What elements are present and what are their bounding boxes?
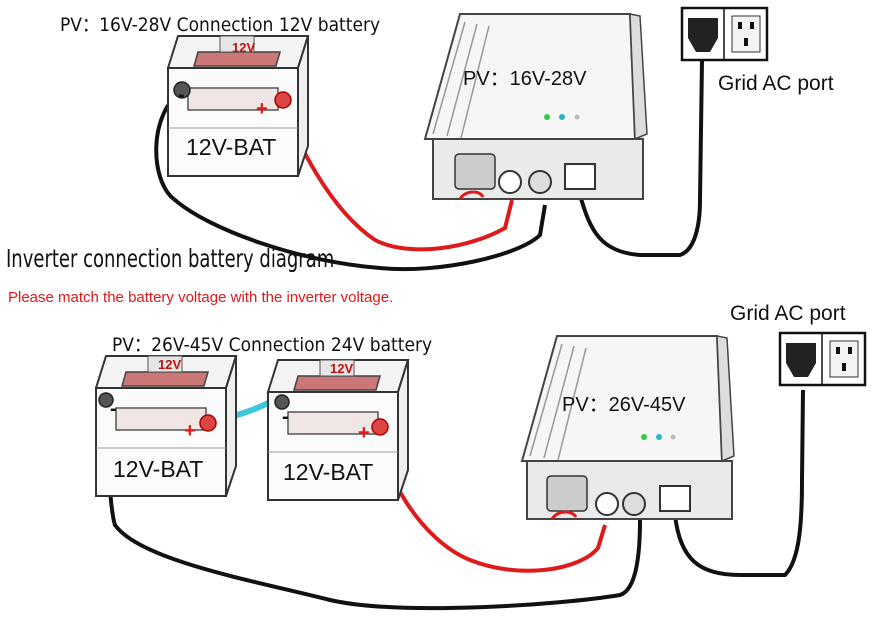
- top-inverter-label: PV：16V-28V: [463, 68, 587, 90]
- top-battery-label: 12V-BAT: [186, 134, 277, 160]
- top-battery-top-label: 12V: [232, 40, 256, 55]
- wall-socket-icon: [778, 331, 867, 387]
- bottom-plus-terminal-1: +: [184, 420, 196, 442]
- battery-icon: [267, 359, 409, 501]
- diagram-title: Inverter connection battery diagram: [6, 244, 335, 273]
- bottom-negative-wire: [105, 399, 642, 611]
- bottom-grid-label: Grid AC port: [730, 302, 846, 325]
- top-minus-terminal: -: [178, 84, 185, 106]
- power-plug-icon: [786, 343, 816, 377]
- bottom-battery2-top-label: 12V: [330, 361, 354, 376]
- bottom-battery1-top-label: 12V: [158, 357, 182, 372]
- top-negative-wire: [154, 90, 547, 272]
- inverter-icon: [520, 335, 735, 520]
- top-caption: PV：16V-28V Connection 12V battery: [60, 14, 381, 36]
- voltage-warning-note: Please match the battery voltage with th…: [8, 289, 394, 306]
- inverter-icon: [423, 13, 648, 200]
- bottom-inverter-label: PV：26V-45V: [562, 394, 686, 416]
- wall-socket-icon: [680, 6, 769, 62]
- bottom-caption: PV：26V-45V Connection 24V battery: [112, 334, 433, 356]
- top-plus-terminal: +: [256, 98, 268, 120]
- power-plug-icon: [688, 18, 718, 52]
- bottom-battery2-label: 12V-BAT: [283, 459, 374, 485]
- bottom-battery1-label: 12V-BAT: [113, 456, 204, 482]
- bottom-minus-terminal-2: -: [282, 406, 289, 428]
- bottom-minus-terminal-1: -: [110, 398, 117, 420]
- bottom-plus-terminal-2: +: [358, 422, 370, 444]
- bottom-grid-wire: [673, 389, 805, 577]
- battery-icon: [95, 355, 237, 497]
- top-grid-label: Grid AC port: [718, 72, 834, 95]
- battery-icon: [167, 35, 309, 177]
- top-grid-wire: [578, 59, 704, 257]
